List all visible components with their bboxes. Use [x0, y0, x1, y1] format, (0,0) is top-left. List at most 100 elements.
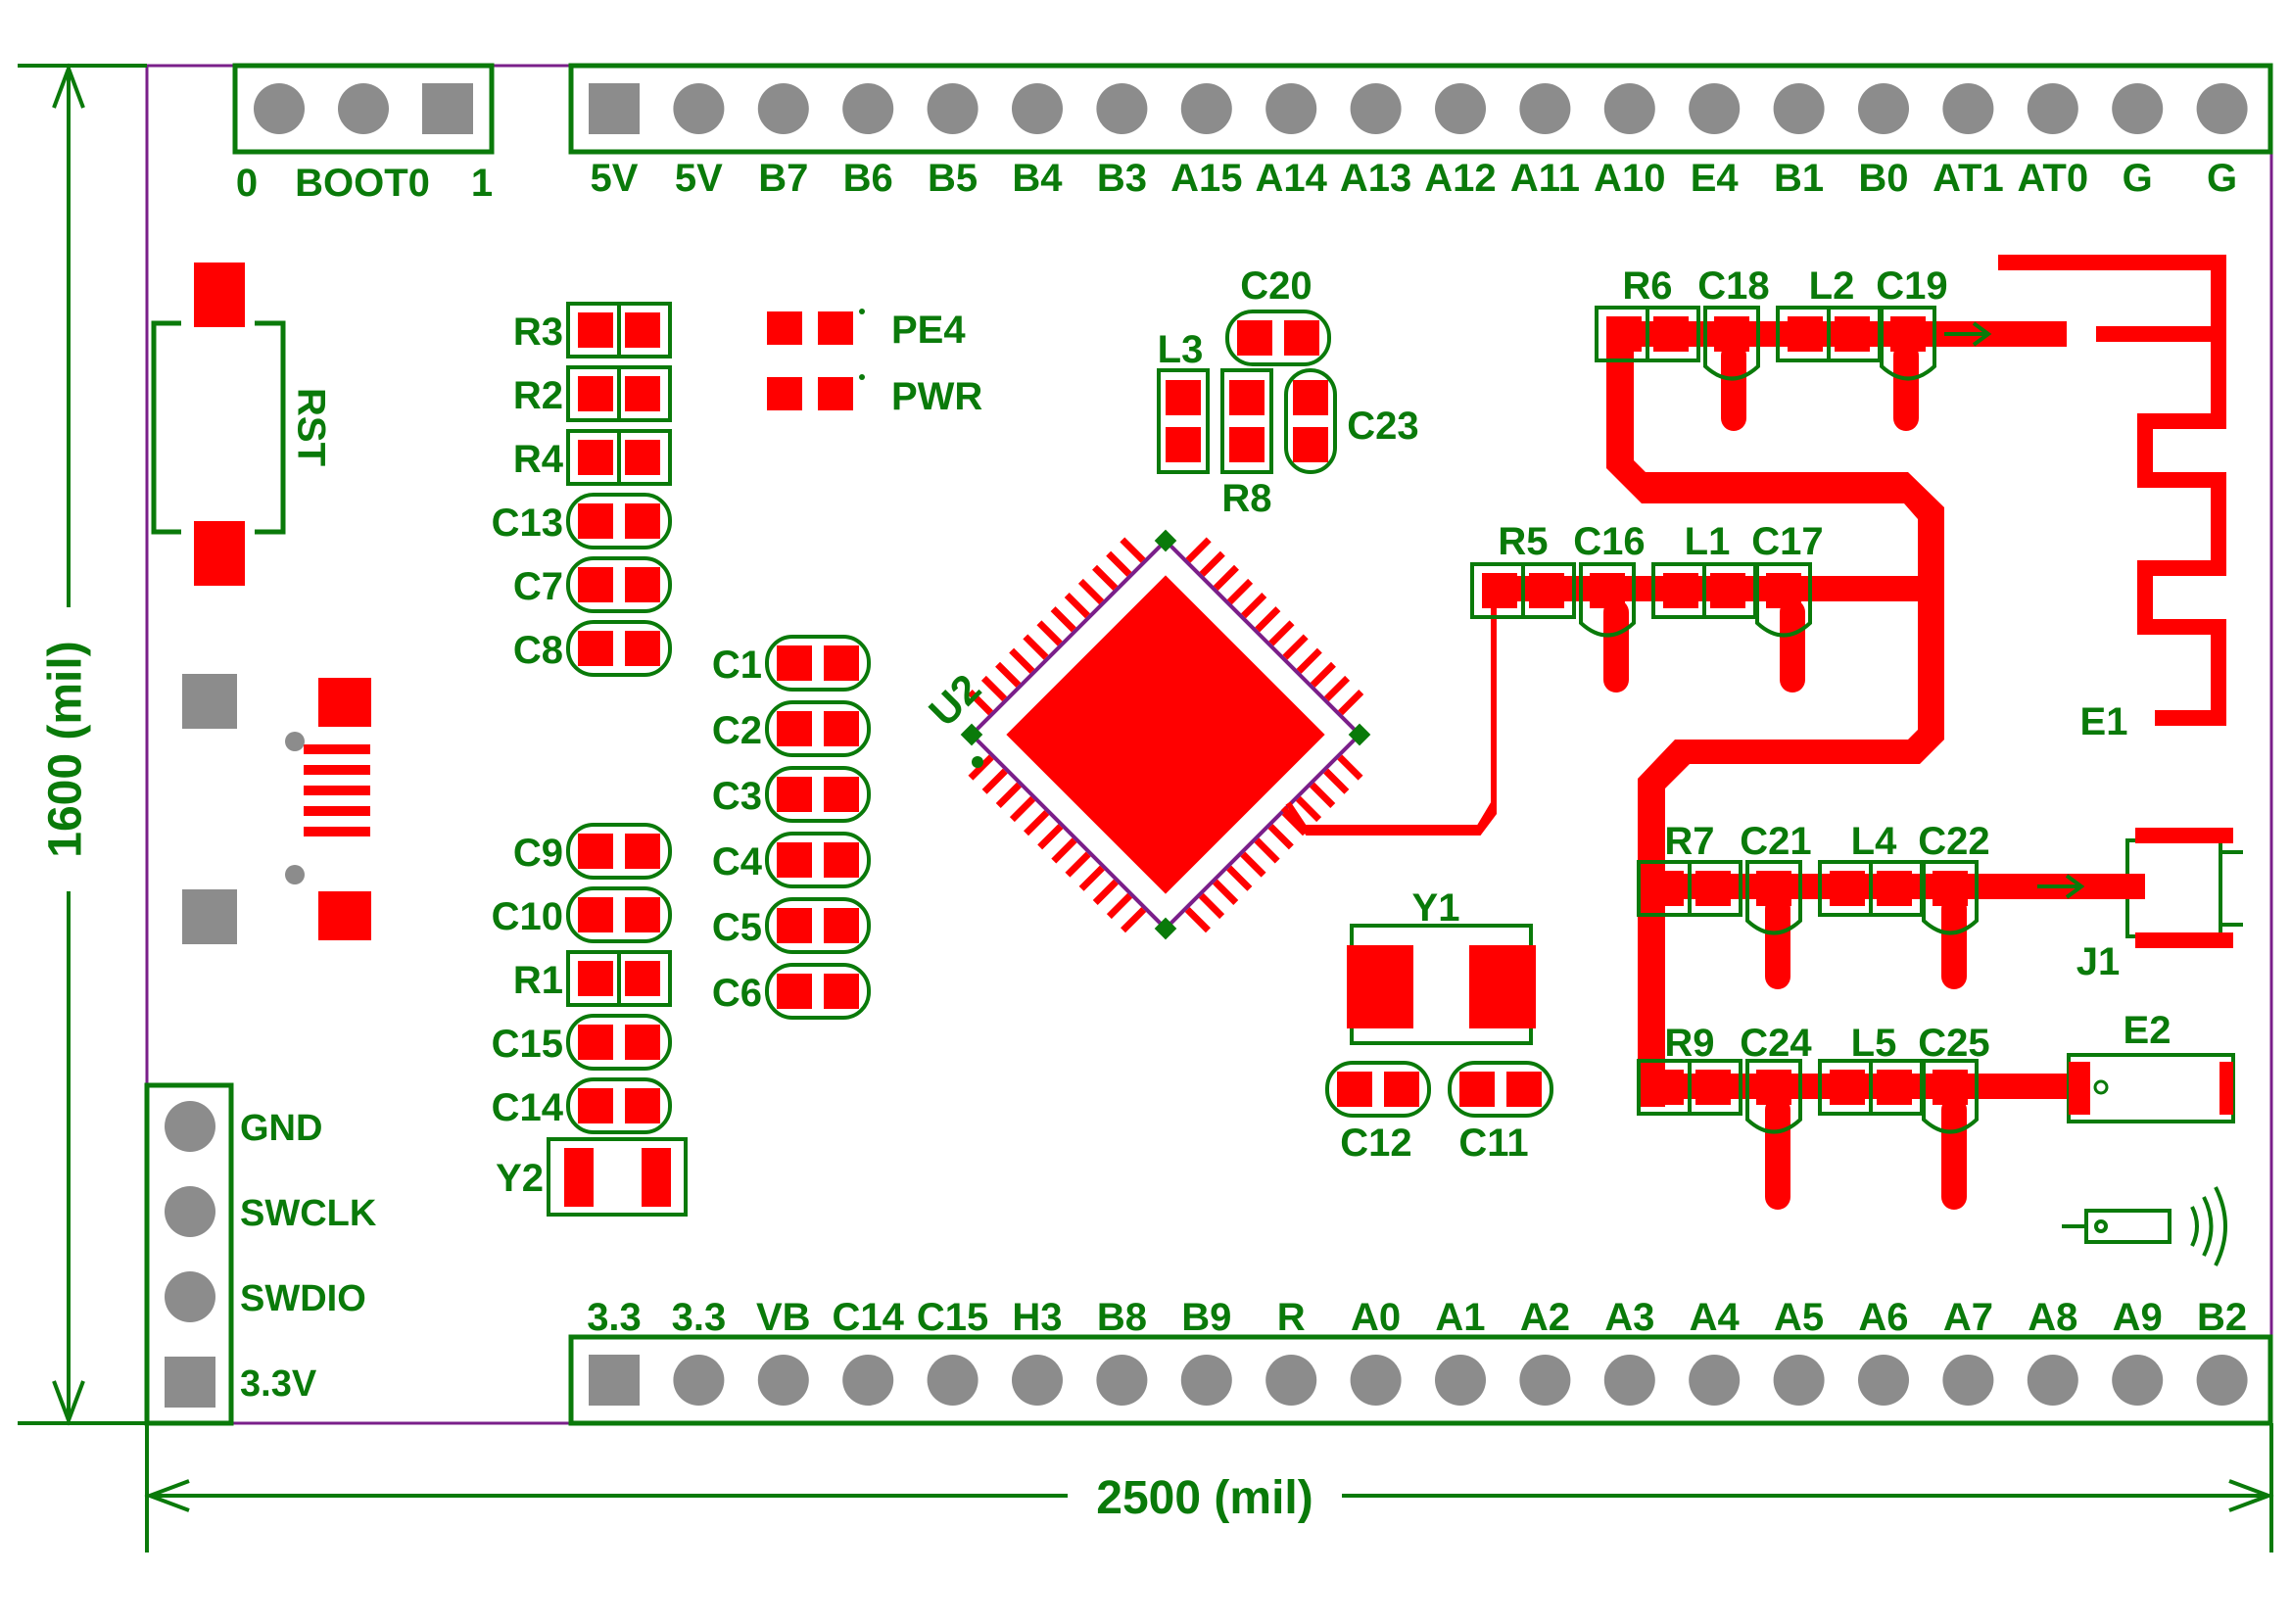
top-header-pin-14	[1773, 83, 1825, 134]
top-header-outline	[568, 63, 2273, 155]
connector-j1	[2116, 828, 2243, 948]
passive-label-c4: C4	[712, 840, 763, 884]
passive-c6	[765, 963, 871, 1020]
passive-label-c15: C15	[492, 1023, 563, 1066]
rf-row1-r6	[1595, 306, 1700, 362]
rf-label-l2: L2	[1809, 264, 1855, 308]
passive-c4	[765, 832, 871, 888]
passive-r3	[566, 302, 672, 358]
bottom-header-pins	[589, 1355, 2248, 1406]
mcu-corner-2	[1154, 917, 1177, 940]
top-header-pin-4	[927, 83, 978, 134]
passive-label-c12: C12	[1340, 1122, 1411, 1165]
height-dimension	[18, 63, 147, 1426]
boot-header-pin-0	[254, 83, 305, 134]
rf-label-r6: R6	[1622, 264, 1672, 308]
rf-label-l4: L4	[1851, 820, 1897, 863]
rf-row1-c19	[1880, 306, 1936, 381]
passive-label-c13: C13	[492, 502, 563, 545]
top-header-pin-7	[1180, 83, 1232, 134]
bottom-header-label-3: C14	[833, 1296, 905, 1339]
passive-label-c14: C14	[492, 1086, 564, 1129]
antenna-e2	[2067, 1053, 2235, 1123]
passive-label-c2: C2	[712, 709, 762, 752]
crystal-y1-label: Y1	[1412, 886, 1460, 930]
top-header-label-7: A15	[1170, 157, 1242, 200]
passive-label-r1: R1	[513, 959, 563, 1002]
top-header-label-15: B0	[1858, 157, 1908, 200]
boot-header-label-1: BOOT0	[295, 162, 430, 205]
top-header-label-1: 5V	[675, 157, 723, 200]
swd-label-1: SWCLK	[240, 1193, 377, 1234]
top-header-pin-1	[673, 83, 725, 134]
passive-c9	[566, 823, 672, 880]
bottom-header-label-6: B8	[1097, 1296, 1147, 1339]
antenna-e2-label: E2	[2124, 1009, 2172, 1052]
rf-label-l1: L1	[1685, 520, 1731, 563]
rf-row3-r7	[1637, 860, 1742, 917]
passive-label-c10: C10	[492, 895, 563, 938]
bottom-header-pin-8	[1265, 1355, 1317, 1406]
swd-pin-1	[165, 1186, 215, 1237]
passive-c7	[566, 556, 672, 613]
rf-label-l5: L5	[1851, 1022, 1897, 1065]
bottom-header-label-16: A7	[1943, 1296, 1993, 1339]
top-header-label-0: 5V	[591, 157, 639, 200]
led-label-pwr: PWR	[891, 375, 982, 418]
swd-header-outline	[144, 1082, 234, 1426]
passive-c11	[1448, 1061, 1553, 1118]
rf-label-r9: R9	[1664, 1022, 1714, 1065]
rf-label-c19: C19	[1876, 264, 1947, 308]
top-header-label-3: B6	[843, 157, 893, 200]
rf-row4-l5	[1818, 1059, 1924, 1116]
crystal-y2	[547, 1137, 688, 1217]
bottom-header-pin-2	[757, 1355, 809, 1406]
swd-pin-3	[165, 1357, 215, 1408]
rf-label-c24: C24	[1740, 1022, 1812, 1065]
rf-row1-c18	[1703, 306, 1760, 381]
passive-label-c9: C9	[513, 832, 563, 875]
bottom-header-pin-17	[2027, 1355, 2078, 1406]
rf-row4-c24	[1745, 1059, 1802, 1134]
bottom-header-label-0: 3.3	[587, 1296, 642, 1339]
connector-j1-label: J1	[2076, 940, 2121, 983]
rf-row4-r9	[1637, 1059, 1742, 1116]
bottom-header-pin-16	[1942, 1355, 1994, 1406]
top-header-pin-16	[1942, 83, 1994, 134]
usb-connector	[182, 674, 371, 944]
passive-label-c23: C23	[1347, 405, 1418, 448]
bottom-header-pin-13	[1689, 1355, 1741, 1406]
mcu-trace	[1285, 602, 1497, 836]
top-header-pin-12	[1603, 83, 1655, 134]
bottom-header-label-13: A4	[1690, 1296, 1741, 1339]
bottom-header-outline	[568, 1334, 2273, 1426]
top-header-label-10: A12	[1424, 157, 1496, 200]
passive-r8	[1220, 368, 1273, 474]
passive-c2	[765, 700, 871, 757]
width-dimension-label: 2500 (mil)	[1096, 1472, 1313, 1524]
boot-header-outline	[232, 63, 495, 155]
bottom-header-pin-18	[2112, 1355, 2164, 1406]
mcu-corner-0	[1154, 529, 1177, 552]
top-header-label-17: AT0	[2017, 157, 2088, 200]
top-header-label-9: A13	[1340, 157, 1411, 200]
passive-label-c3: C3	[712, 775, 762, 818]
top-header-label-5: B4	[1012, 157, 1063, 200]
passive-label-r4: R4	[513, 438, 564, 481]
swd-pin-0	[165, 1101, 215, 1152]
rf-row2-r5	[1470, 562, 1576, 619]
rf-row3-c22	[1922, 860, 1979, 935]
passive-c1	[765, 635, 871, 692]
bottom-header-label-18: A9	[2113, 1296, 2163, 1339]
passive-label-c5: C5	[712, 906, 762, 949]
bottom-header-label-17: A8	[2028, 1296, 2077, 1339]
top-header-pin-5	[1012, 83, 1063, 134]
bottom-header-pin-19	[2196, 1355, 2248, 1406]
bottom-header-pin-11	[1519, 1355, 1571, 1406]
